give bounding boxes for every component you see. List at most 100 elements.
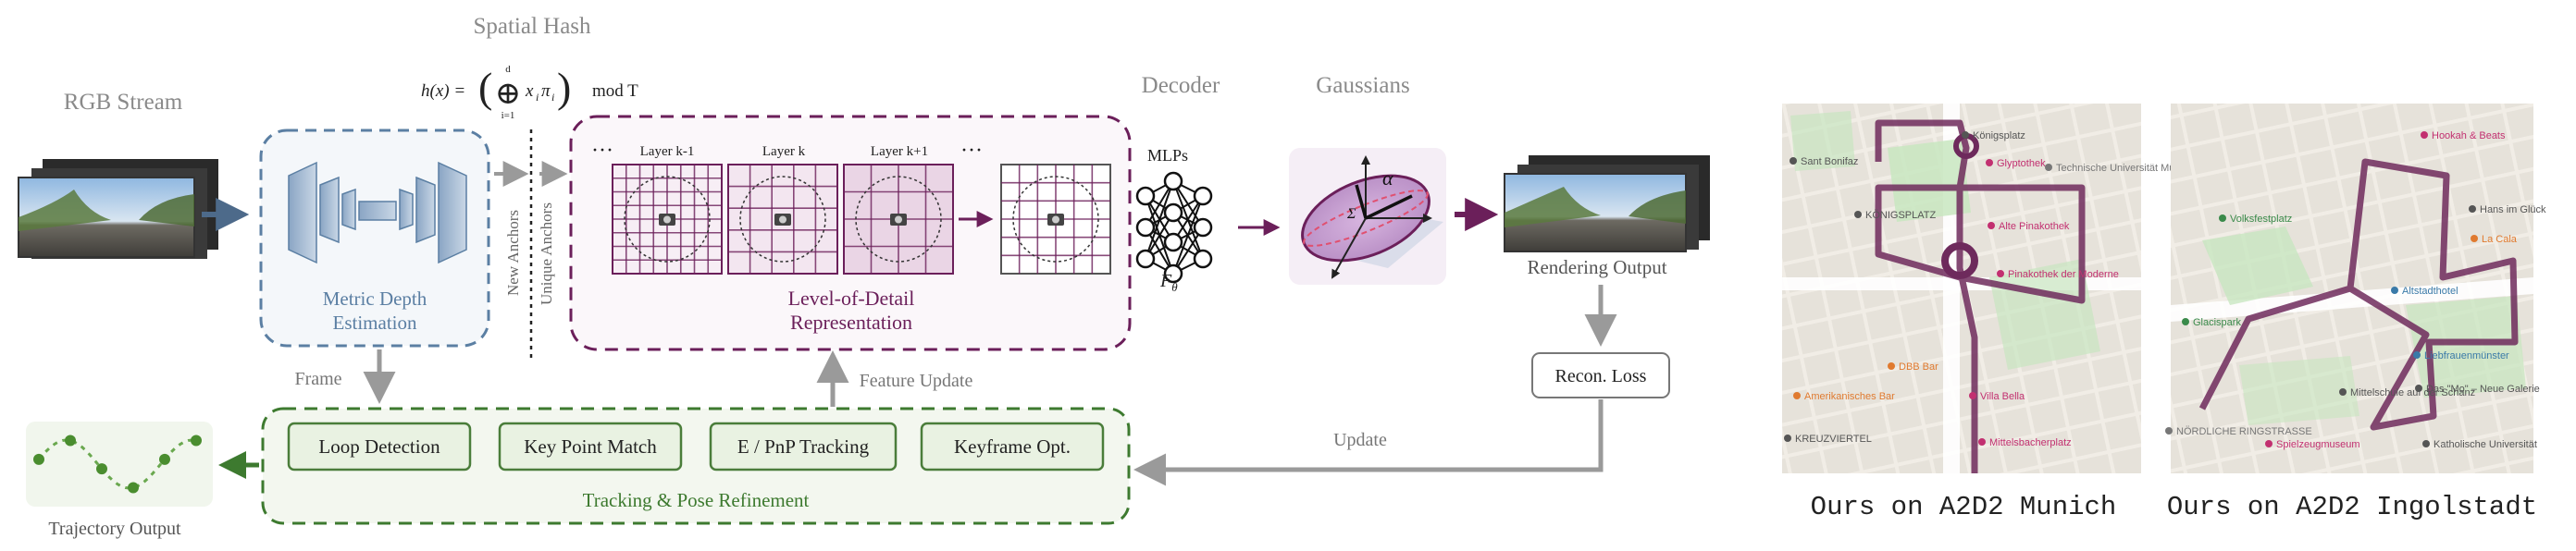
munich-poi-icon: [1986, 159, 1993, 166]
munich-label: Königsplatz: [1973, 130, 2025, 141]
mlp-node: [1193, 186, 1213, 206]
new-anchors-label: New Anchors: [504, 210, 522, 296]
munich-poi-icon: [1784, 435, 1791, 442]
ingolstadt-poi-icon: [2165, 427, 2173, 435]
trajectory-point: [65, 435, 76, 447]
update-label: Update: [1333, 430, 1387, 450]
loop-detection-label: Loop Detection: [318, 435, 440, 458]
munich-label: Sant Bonifaz: [1801, 156, 1858, 167]
mlp-node: [1193, 249, 1213, 269]
munich-label: Glyptothek: [1997, 158, 2046, 169]
lod-layer-grid: [727, 164, 838, 275]
camera-icon: [774, 214, 791, 226]
munich-label: Alte Pinakothek: [1999, 221, 2070, 232]
depth-label-line2: Estimation: [333, 312, 417, 334]
ingolstadt-label: Mittelschule auf der Schanz: [2350, 387, 2475, 398]
munich-poi-icon: [1969, 392, 1976, 399]
trajectory-point: [159, 453, 170, 465]
hash-sum-bottom: i=1: [502, 110, 515, 121]
ingolstadt-poi-icon: [2471, 235, 2478, 242]
ingolstadt-poi-icon: [2391, 287, 2398, 294]
munich-label: KÖNIGSPLATZ: [1865, 210, 1936, 221]
alpha-symbol: α: [1382, 166, 1393, 190]
trajectory-curve: [33, 435, 202, 494]
munich-poi-icon: [1793, 392, 1801, 399]
depth-network-icon: [288, 161, 467, 264]
ingolstadt-poi-icon: [2421, 131, 2428, 139]
ingolstadt-poi-icon: [2422, 440, 2430, 447]
lod-layer-grid: [843, 164, 954, 275]
hash-term: x: [525, 81, 534, 101]
ingolstadt-poi-icon: [2182, 318, 2189, 325]
frame-label: Frame: [294, 369, 341, 389]
decoder-title: Decoder: [1142, 73, 1220, 98]
munich-caption: Ours on A2D2 Munich: [1811, 492, 2117, 522]
trajectory-output-label: Trajectory Output: [48, 519, 181, 539]
depth-label-line1: Metric Depth: [323, 288, 427, 310]
sigma-symbol: Σ: [1346, 206, 1356, 222]
mlp-node: [1163, 232, 1183, 252]
trajectory-point: [128, 482, 139, 494]
ingolstadt-label: Glacispark: [2193, 317, 2241, 328]
munich-poi-icon: [1978, 438, 1986, 446]
hash-sum-top: d: [505, 64, 511, 75]
ingolstadt-label: Spielzeugmuseum: [2276, 439, 2360, 450]
keypoint-match-box: [498, 422, 683, 471]
mlp-node: [1163, 202, 1183, 223]
hash-paren-left: (: [478, 64, 492, 111]
ingolstadt-label: Das "Mo" – Neue Galerie: [2426, 384, 2540, 395]
layer-k-label: Layer k: [762, 144, 806, 159]
arrow-loss-to-tracking: [1133, 399, 1604, 486]
camera-icon: [1047, 214, 1064, 226]
hash-pi-sub: i: [551, 91, 554, 104]
layer-km1-label: Layer k-1: [640, 144, 695, 159]
gaussians-title: Gaussians: [1316, 73, 1409, 98]
keyframe-opt-box: [920, 422, 1105, 471]
lod-layer-grid: [1000, 164, 1111, 275]
ingolstadt-poi-icon: [2415, 385, 2422, 392]
munich-poi-icon: [2045, 164, 2052, 171]
lod-grid-layers: [612, 164, 1111, 275]
rgb-frame-stack: [18, 159, 218, 259]
tracking-box: [261, 407, 1131, 525]
spatial-hash-title: Spatial Hash: [473, 14, 591, 39]
munich-label: DBB Bar: [1899, 361, 1938, 373]
munich-label: Pinakothek der Moderne: [2008, 269, 2119, 280]
gaussian-ellipsoid-icon: α Σ: [1289, 148, 1446, 285]
munich-label: Technische Universität München: [2056, 163, 2202, 174]
mlp-node: [1163, 263, 1183, 284]
hash-xor-symbol: ⊕: [495, 77, 522, 111]
rendering-output-label: Rendering Output: [1527, 256, 1666, 278]
trajectory-box: [26, 422, 213, 507]
munich-poi-icon: [1962, 131, 1969, 139]
ingolstadt-caption: Ours on A2D2 Ingolstadt: [2167, 492, 2537, 522]
hash-lhs: h(x) =: [421, 81, 465, 101]
ingolstadt-label: Altstadthotel: [2402, 286, 2458, 297]
munich-label: Mittelsbacherplatz: [1989, 437, 2072, 448]
mlps-label: MLPs: [1147, 146, 1188, 165]
hash-pi: π: [541, 81, 551, 101]
ingolstadt-poi-icon: [2265, 440, 2273, 447]
hash-paren-right: ): [557, 64, 571, 111]
recon-loss-box: [1531, 352, 1670, 398]
ingolstadt-label: Liebfrauenmünster: [2424, 350, 2509, 361]
ingolstadt-label: NÖRDLICHE RINGSTRASSE: [2176, 426, 2312, 437]
feature-update-label: Feature Update: [860, 371, 973, 391]
ingolstadt-label: La Cala: [2482, 234, 2518, 245]
unique-anchors-label: Unique Anchors: [538, 202, 555, 305]
lod-caption-line1: Level-of-Detail: [788, 287, 915, 310]
rendering-frame-stack: [1504, 155, 1710, 252]
munich-label: Villa Bella: [1980, 391, 2025, 402]
hash-formula: h(x) = ( d ⊕ i=1 x i π i ) mod T: [421, 64, 638, 121]
munich-poi-icon: [1854, 211, 1862, 218]
recon-loss-label: Recon. Loss: [1555, 366, 1647, 386]
ingolstadt-poi-icon: [2413, 351, 2421, 359]
pnp-tracking-box: [709, 422, 898, 471]
ingolstadt-poi-icon: [2339, 388, 2347, 396]
loop-detection-box: [287, 422, 472, 471]
hash-term-sub: i: [536, 91, 539, 104]
lod-caption-line2: Representation: [790, 311, 912, 334]
ingolstadt-label: Hookah & Beats: [2432, 130, 2506, 141]
